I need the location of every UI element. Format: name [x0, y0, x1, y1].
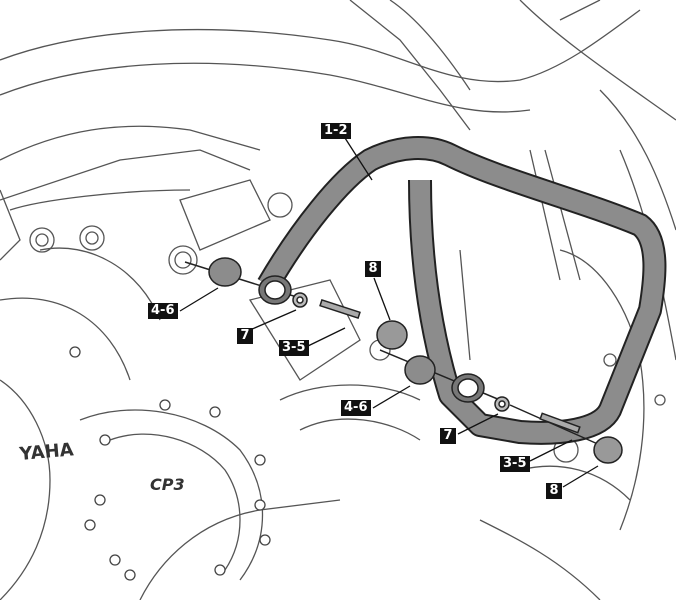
cap-top	[376, 320, 408, 350]
label-spacer-right: 4-6	[341, 400, 371, 416]
engine-bolts	[69, 346, 271, 581]
label-bolt-right: 3-5	[500, 456, 530, 472]
label-spacer-left: 4-6	[148, 303, 178, 319]
spacer-right	[404, 355, 436, 385]
label-cap-bottom: 8	[546, 483, 562, 499]
cover-logo: CP3	[150, 475, 185, 494]
label-washer-left: 7	[237, 328, 253, 344]
spacer-left	[208, 257, 242, 287]
label-cap-top: 8	[365, 261, 381, 277]
bolt-left	[319, 299, 361, 319]
mounting-hardware	[184, 257, 623, 464]
label-bolt-left: 3-5	[279, 340, 309, 356]
leader-lines	[179, 137, 599, 488]
crash-bar	[257, 136, 667, 445]
label-bar: 1-2	[321, 123, 351, 139]
cap-bottom	[593, 436, 623, 464]
engine-logo: YAHA	[18, 439, 75, 465]
label-washer-right: 7	[440, 428, 456, 444]
bolt-right	[539, 412, 581, 434]
